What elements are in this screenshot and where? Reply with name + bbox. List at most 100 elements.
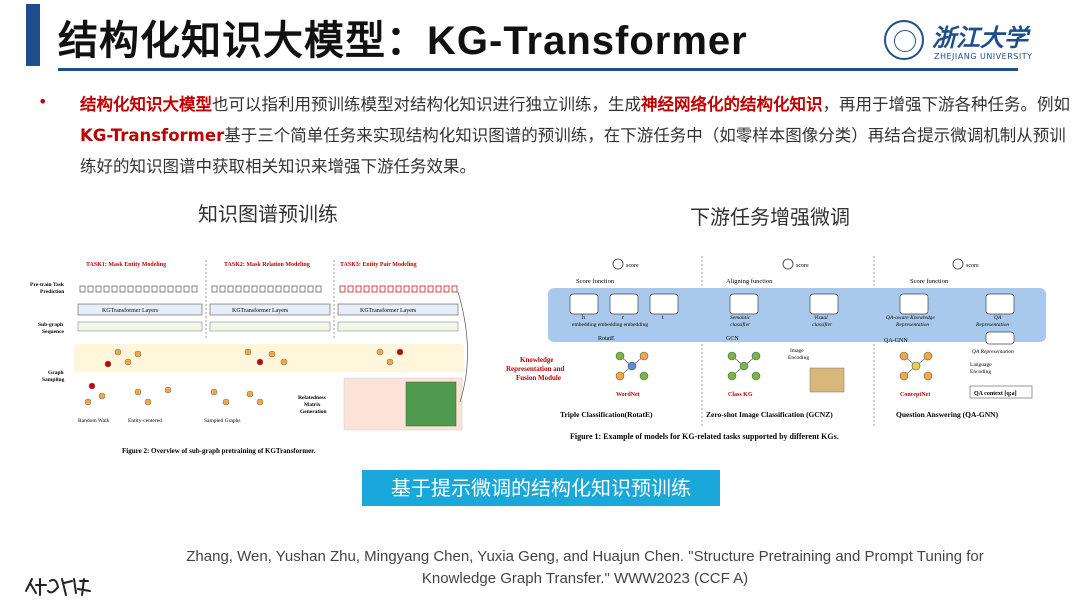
conceptnet-graph-icon	[899, 351, 933, 381]
logo-english-name: ZHEJIANG UNIVERSITY	[934, 52, 1033, 61]
page-title-en: KG-Transformer	[427, 19, 748, 63]
wordnet-graph-icon	[615, 351, 649, 381]
embedding-boxes-qa	[899, 293, 1015, 315]
qa-context-box	[969, 385, 1033, 399]
section-heading-finetuning: 下游任务增强微调	[690, 205, 850, 229]
subgraph-sequence-bar	[337, 321, 459, 332]
figure-kg-tasks: score score score Score function Alignin…	[506, 256, 1046, 441]
highlight-banner: 基于提示微调的结构化知识预训练	[362, 470, 720, 506]
relatedness-label: Generation	[300, 409, 327, 415]
title-underline	[58, 68, 1018, 71]
page-title: 结构化知识大模型：KG-Transformer	[58, 8, 748, 66]
logo-chinese-name: 浙江大学	[932, 23, 1028, 52]
row-label: Sequence	[42, 329, 65, 335]
box-label-t: t	[662, 315, 664, 321]
bottom-label-sampled-graphs: Sampled Graphs	[204, 418, 241, 424]
qa-representation-label: QA Representation	[972, 349, 1014, 355]
university-seal-icon	[884, 20, 924, 60]
score-circle	[952, 258, 964, 270]
image-encoding-label: Encoding	[788, 355, 809, 361]
bottom-label-entity-centered: Entity-centered	[128, 418, 162, 424]
row-label: Prediction	[40, 289, 64, 295]
transformer-layer-box	[209, 303, 331, 316]
figure-subgraph-pretraining: TASK1: Mask Entity Modeling TASK2: Mask …	[30, 260, 468, 455]
score-function-label: Score function	[910, 278, 949, 285]
score-circle	[782, 258, 794, 270]
prediction-token-row	[79, 285, 322, 293]
figure-left-caption: Figure 2: Overview of sub-graph pretrain…	[122, 447, 316, 455]
para-highlight-2: 神经网络化的结构化知识	[641, 95, 823, 114]
embedding-boxes-classifier	[729, 293, 839, 315]
rotate-label: RotatE	[598, 336, 615, 342]
semantic-label: Semantic	[730, 315, 751, 321]
task-label-qa: Question Answering (QA-GNN)	[896, 410, 999, 419]
score-label: score	[626, 263, 639, 269]
para-text-3: 基于三个简单任务来实现结构化知识图谱的预训练，在下游任务中（如零样本图像分类）再…	[80, 126, 1066, 176]
title-accent-bar	[26, 4, 40, 66]
aligning-function-label: Aligning function	[726, 278, 773, 285]
gcn-label: GCN	[726, 336, 739, 342]
module-label: Knowledge	[520, 356, 553, 364]
score-function-label: Score function	[576, 278, 615, 285]
transformer-layer-label: KGTransformer Layers	[102, 307, 159, 314]
feedback-arrow	[457, 291, 468, 403]
task-label-triple: Triple Classification(RotatE)	[560, 410, 653, 419]
task2-title: TASK2: Mask Relation Modeling	[224, 262, 310, 268]
representation-label: Representation	[895, 322, 929, 328]
sampled-graph-icon	[104, 348, 404, 368]
box-label-r: r	[622, 315, 624, 321]
transformer-layer-label: KGTransformer Layers	[232, 307, 289, 314]
qa-representation-box	[985, 331, 1015, 345]
module-label: Fusion Module	[516, 374, 561, 382]
calligraphy-signature	[25, 578, 91, 596]
score-circle	[612, 258, 624, 270]
page-title-cn: 结构化知识大模型：	[58, 18, 427, 64]
kg-label-conceptnet: ConceptNet	[900, 392, 930, 398]
task1-title: TASK1: Mask Entity Modeling	[86, 262, 166, 268]
visual-label: Visual	[814, 315, 828, 321]
random-walk-graph	[84, 382, 264, 406]
para-highlight-1: 结构化知识大模型	[80, 95, 212, 114]
module-label: Representation and	[506, 365, 565, 373]
row-label: Sub-graph	[38, 322, 63, 328]
figure-right-caption: Figure 1: Example of models for KG-relat…	[570, 432, 839, 441]
para-highlight-3: KG-Transformer	[80, 126, 225, 145]
bottom-label-random-walk: Random Walk	[78, 418, 110, 424]
qa-context-label: QA context [q;a]	[974, 391, 1017, 397]
language-encoding-label: Language	[970, 362, 992, 368]
section-heading-pretraining: 知识图谱预训练	[198, 202, 338, 226]
relatedness-label: Relatedness	[298, 395, 326, 401]
classifier-label: classifier	[730, 321, 751, 328]
bullet-marker: •	[38, 92, 48, 111]
box-label-h: h	[582, 315, 585, 321]
subgraph-sequence-bar	[209, 321, 331, 332]
score-label: score	[966, 263, 979, 269]
embedding-boxes-triple	[569, 293, 679, 315]
relatedness-matrix	[405, 381, 457, 427]
row-label: Graph	[48, 370, 64, 376]
transformer-layer-label: KGTransformer Layers	[360, 307, 417, 314]
body-paragraph: 结构化知识大模型也可以指利用预训练模型对结构化知识进行独立训练，生成神经网络化的…	[80, 89, 1070, 182]
kg-label-wordnet: WordNet	[616, 392, 640, 398]
language-encoding-label: Encoding	[970, 369, 991, 375]
qa-gnn-label: QA-GNN	[884, 338, 908, 344]
para-text-1: 也可以指利用预训练模型对结构化知识进行独立训练，生成	[212, 95, 641, 114]
embedding-label: embedding embedding embedding	[572, 322, 648, 328]
classifier-label: classifier	[812, 321, 833, 328]
citation-line-1: Zhang, Wen, Yushan Zhu, Mingyang Chen, Y…	[186, 548, 984, 565]
score-label: score	[796, 263, 809, 269]
prediction-token-row-red	[339, 285, 458, 293]
image-thumbnail	[809, 367, 845, 393]
qa-label: QA	[994, 315, 1002, 321]
graph-sampling-band	[74, 344, 464, 372]
para-text-2: ，再用于增强下游各种任务。例如	[822, 95, 1071, 114]
qa-aware-label: QA-aware Knowledge	[886, 315, 935, 321]
image-encoding-label: Image	[790, 348, 804, 354]
university-logo: 浙江大学 ZHEJIANG UNIVERSITY	[884, 20, 1034, 68]
representation-label: Representation	[975, 322, 1009, 328]
citation-line-2: Knowledge Graph Transfer." WWW2023 (CCF …	[421, 570, 749, 587]
kg-label-classkg: Class KG	[728, 392, 753, 398]
transformer-layer-box	[337, 303, 459, 316]
classkg-graph-icon	[727, 351, 761, 381]
subgraph-sequence-bar	[77, 321, 203, 332]
